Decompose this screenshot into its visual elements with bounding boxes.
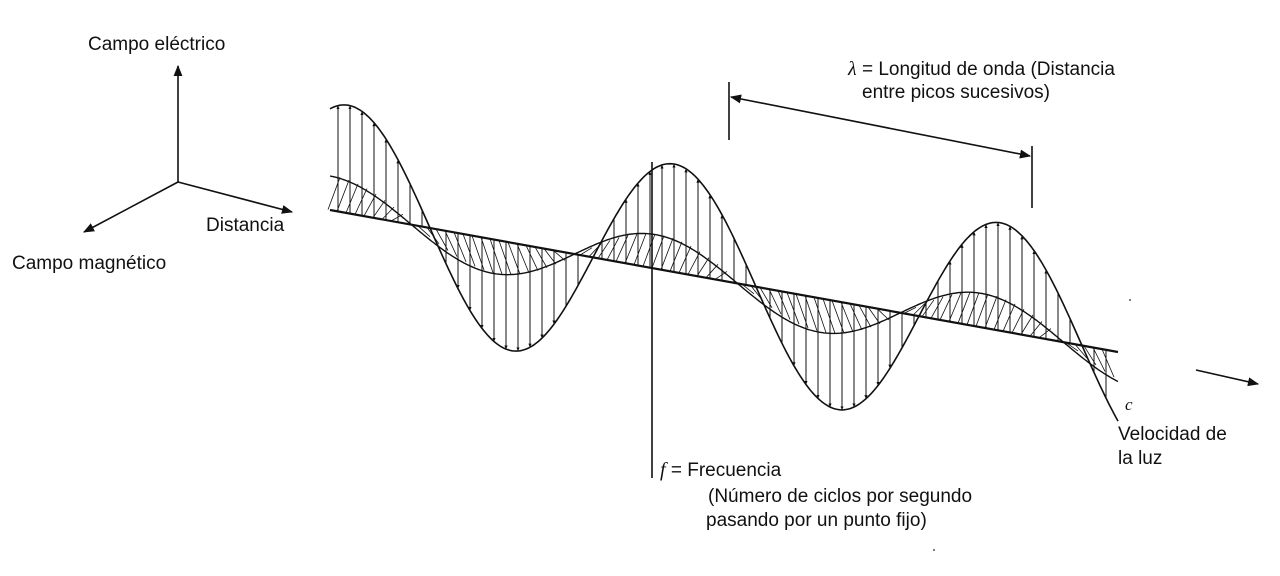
speed-text-line2: la luz xyxy=(1118,448,1163,469)
magnetic-field-hatch xyxy=(372,200,386,218)
magnetic-field-hatch xyxy=(489,238,503,275)
frequency-text-line3: pasando por un punto fijo) xyxy=(706,510,927,531)
magnetic-field-hatch xyxy=(1092,347,1106,372)
frequency-text-line2: (Número de ciclos por segundo xyxy=(708,486,973,507)
magnetic-field-hatch xyxy=(1020,314,1034,335)
magnetic-field-hatch xyxy=(795,293,809,329)
magnetic-field-hatch xyxy=(480,237,494,273)
magnetic-field-wave xyxy=(329,175,1119,383)
frequency-label: f = Frecuencia xyxy=(660,459,781,482)
magnetic-field-hatch xyxy=(1074,344,1088,359)
magnetic-field-hatch xyxy=(516,243,530,274)
wavelength-arrow xyxy=(729,94,1032,159)
magnetic-field-hatch xyxy=(696,257,710,277)
magnetic-field-label: Campo magnético xyxy=(12,253,167,274)
magnetic-field-hatch xyxy=(336,179,350,212)
magnetic-field-hatch xyxy=(660,238,674,270)
magnetic-field-hatch xyxy=(777,290,791,320)
magnetic-field-hatch xyxy=(687,251,701,275)
magnetic-field-hatch xyxy=(435,228,449,251)
magnetic-field-hatch xyxy=(804,295,818,331)
magnetic-field-hatch xyxy=(957,292,971,324)
propagation-axis xyxy=(329,208,1119,354)
magnetic-field-hatch xyxy=(858,305,872,328)
frequency-symbol: f xyxy=(660,459,666,481)
magnetic-field-hatch xyxy=(615,235,629,262)
magnetic-field-hatch xyxy=(921,299,935,317)
magnetic-field-hatch xyxy=(903,307,917,314)
electric-field-label: Campo eléctrico xyxy=(88,34,226,55)
magnetic-field-hatch xyxy=(822,298,836,334)
magnetic-field-hatch xyxy=(444,230,458,257)
magnetic-field-hatch xyxy=(597,240,611,259)
magnetic-field-hatch xyxy=(948,292,962,322)
scan-dot xyxy=(933,549,935,551)
magnetic-field-hatch xyxy=(984,296,998,329)
magnetic-field-hatch xyxy=(345,183,359,214)
magnetic-field-hatch xyxy=(453,232,467,263)
magnetic-field-hatch xyxy=(624,233,638,264)
magnetic-field-hatch xyxy=(876,308,890,321)
magnetic-field-hatch xyxy=(849,303,863,331)
wavelength-text-line2: entre picos sucesivos) xyxy=(862,82,1050,103)
magnetic-field-hatch xyxy=(678,246,692,274)
electric-field-vectors xyxy=(336,105,1107,411)
magnetic-field-hatch xyxy=(1083,345,1097,366)
distance-label: Distancia xyxy=(206,215,285,236)
magnetic-field-hatching xyxy=(327,177,1115,378)
magnetic-field-hatch xyxy=(462,233,476,267)
magnetic-field-hatch xyxy=(759,287,773,309)
magnetic-field-hatch xyxy=(768,288,782,315)
magnetic-field-hatch xyxy=(669,241,683,272)
magnetic-field-hatch xyxy=(507,241,521,275)
magnetic-field-hatch xyxy=(651,235,665,269)
wavelength-symbol: λ xyxy=(848,58,857,80)
magnetic-field-hatch xyxy=(813,297,827,333)
axes-group xyxy=(83,64,294,233)
magnetic-field-hatch xyxy=(831,300,845,334)
magnetic-field-hatch xyxy=(579,247,593,256)
frequency-text-line1: = Frecuencia xyxy=(670,460,782,481)
wavelength-label: λ = Longitud de onda (Distancia xyxy=(848,58,1115,81)
distance-axis xyxy=(177,181,294,214)
wavelength-text-line1: = Longitud de onda (Distancia xyxy=(861,59,1115,80)
magnetic-field-hatch xyxy=(417,225,431,237)
magnetic-field-hatch xyxy=(498,240,512,275)
magnetic-field-hatch xyxy=(363,193,377,217)
electric-field-wave xyxy=(329,104,1119,422)
speed-symbol: c xyxy=(1125,395,1133,414)
magnetic-field-hatch xyxy=(327,177,341,210)
magnetic-field-hatch xyxy=(786,292,800,325)
magnetic-field-hatch xyxy=(633,233,647,265)
wavelength-dimension xyxy=(728,82,1033,208)
magnetic-field-hatch xyxy=(939,294,953,321)
magnetic-field-hatch xyxy=(867,306,881,325)
magnetic-field-hatch xyxy=(993,299,1007,330)
magnetic-field-hatch xyxy=(525,245,539,271)
magnetic-field-hatch xyxy=(543,248,557,265)
magnetic-field-hatch xyxy=(471,235,485,271)
magnetic-field-hatch xyxy=(741,283,755,295)
magnetic-field-hatch xyxy=(1011,308,1025,334)
magnetic-field-hatch xyxy=(606,237,620,261)
magnetic-field-hatch xyxy=(534,246,548,268)
magnetic-field-hatch xyxy=(912,303,926,316)
magnetic-field-hatch xyxy=(354,188,368,215)
scan-dot xyxy=(1129,299,1131,301)
magnetic-field-hatch xyxy=(1002,303,1016,332)
magnetic-field-hatch xyxy=(930,296,944,319)
magnetic-field-hatch xyxy=(975,293,989,327)
velocity-arrow xyxy=(1195,369,1260,387)
speed-text-line1: Velocidad de xyxy=(1118,424,1227,445)
magnetic-field-hatch xyxy=(642,233,656,267)
magnetic-field-hatch xyxy=(966,292,980,325)
magnetic-field-hatch xyxy=(1101,348,1115,378)
magnetic-field-hatch xyxy=(840,301,854,333)
magnetic-field-axis xyxy=(83,181,179,233)
